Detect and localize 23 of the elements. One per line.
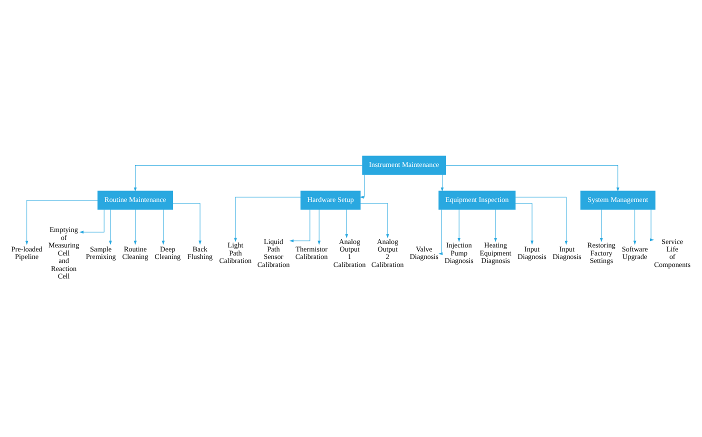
arrow (109, 209, 112, 245)
arrow (600, 209, 603, 242)
arrow (458, 209, 460, 242)
arrow (318, 209, 321, 245)
arrow (360, 203, 390, 238)
arrow (79, 209, 104, 234)
arrow (134, 165, 363, 192)
arrow (25, 200, 98, 245)
arrow (172, 203, 202, 245)
arrow (360, 174, 365, 199)
arrow (494, 209, 497, 242)
arrow (650, 209, 654, 242)
arrow (234, 196, 301, 242)
arrow (438, 209, 443, 256)
arrow (162, 209, 165, 245)
arrow (515, 196, 568, 245)
arrow (289, 209, 310, 242)
arrow (345, 209, 348, 238)
arrow (440, 174, 444, 192)
arrow (633, 209, 636, 245)
arrow (515, 203, 534, 245)
arrow (134, 209, 137, 245)
arrow (446, 165, 620, 192)
